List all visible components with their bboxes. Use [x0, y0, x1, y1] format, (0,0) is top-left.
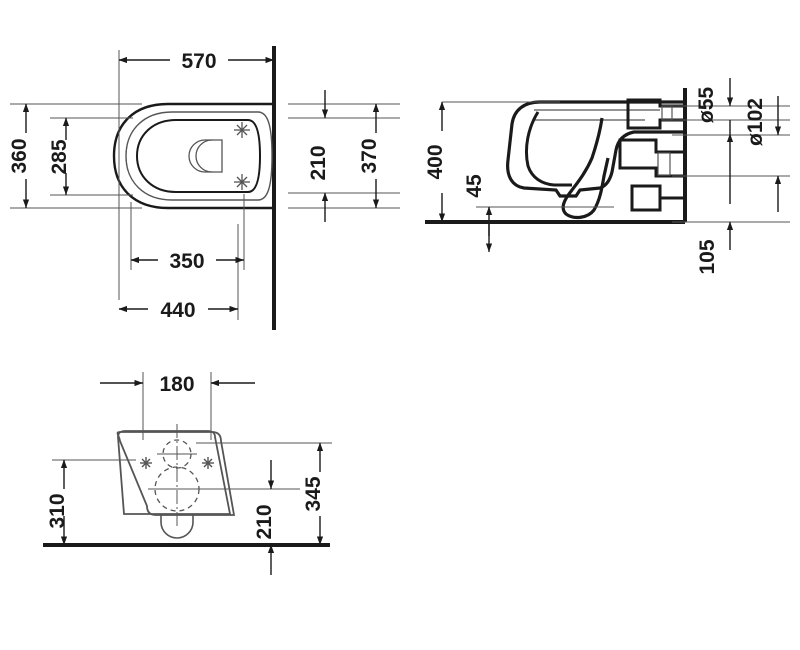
front-dim-210: 210 [253, 460, 276, 575]
plan-dim-360: 360 [8, 103, 31, 208]
side-dim-45-label: 45 [463, 174, 486, 198]
side-dim-d102-label: ø102 [744, 98, 767, 146]
front-outlet-bump [160, 514, 194, 539]
side-inlet-bore [661, 105, 673, 121]
front-dim-210-label: 210 [253, 504, 276, 539]
plan-bowl-inner [135, 119, 262, 193]
side-dim-d55: ø55 [695, 78, 734, 176]
plan-rim-outline [125, 111, 273, 201]
front-dim-310-label: 310 [46, 493, 69, 528]
plan-dim-350: 350 [130, 250, 244, 273]
side-section-view: 400 45 ø55 ø102 105 [424, 78, 790, 275]
plan-dim-370: 370 [358, 103, 381, 208]
side-bowl-inner-wall [524, 111, 572, 187]
plan-dim-360-label: 360 [8, 138, 31, 173]
plan-dim-570-label: 570 [181, 50, 216, 73]
plan-flush-detail-arc [195, 139, 213, 173]
front-dim-345-label: 345 [302, 476, 325, 511]
side-dim-45: 45 [463, 174, 493, 252]
plan-dim-285: 285 [48, 117, 71, 195]
plan-fixing-mark-bottom [234, 174, 250, 190]
front-view: 180 310 210 345 [43, 372, 332, 575]
side-outlet-bore [657, 152, 671, 176]
front-dim-180-label: 180 [159, 373, 194, 396]
plan-fixing-mark-top [234, 122, 250, 138]
plan-dim-370-label: 370 [358, 138, 381, 173]
plan-dim-570: 570 [118, 50, 274, 73]
side-dim-105-label: 105 [696, 239, 719, 274]
plan-flush-detail [188, 139, 223, 173]
side-dim-400: 400 [424, 101, 447, 222]
plan-dim-210-label: 210 [307, 145, 330, 180]
plan-dim-285-label: 285 [48, 139, 71, 174]
plan-dim-210: 210 [307, 90, 330, 222]
plan-dim-440-label: 440 [160, 299, 195, 322]
front-dim-310: 310 [46, 459, 69, 545]
front-fixing-mark-left [140, 457, 152, 469]
side-fixing-bracket [630, 184, 662, 212]
side-dim-105: 105 [696, 176, 734, 275]
side-dim-d55-label: ø55 [695, 87, 718, 124]
side-dim-400-label: 400 [424, 144, 447, 179]
front-fixing-mark-right [202, 457, 214, 469]
plan-dim-350-label: 350 [169, 250, 204, 273]
front-dim-345: 345 [302, 442, 325, 545]
plan-dim-440: 440 [118, 299, 238, 322]
side-trap-outline [561, 117, 610, 220]
side-dim-d102: ø102 [744, 96, 782, 212]
plan-view: 570 360 285 350 440 [8, 46, 400, 330]
front-body-shape [117, 430, 232, 515]
front-dim-180: 180 [100, 373, 255, 396]
plan-bowl-outline [112, 102, 274, 210]
